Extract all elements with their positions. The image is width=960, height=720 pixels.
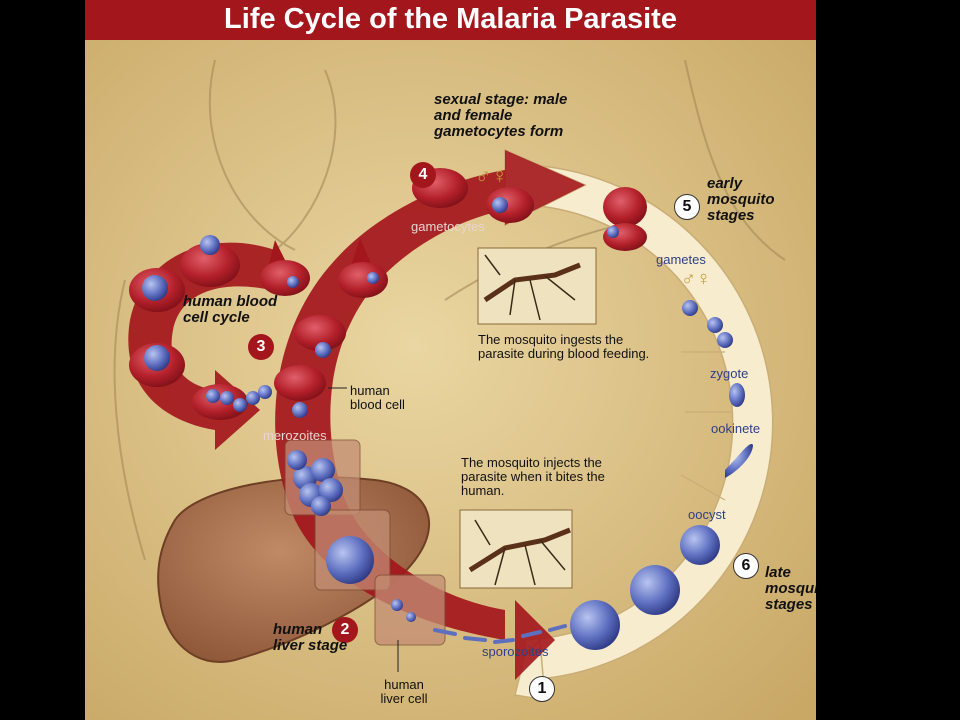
diagram-canvas: Life Cycle of the Malaria Parasite 1 2 3… [85,0,816,720]
gametocytes-label: gametocytes [411,219,485,234]
oocyst-label: oocyst [688,507,726,522]
figure-sketch-lines [113,59,786,561]
page-title: Life Cycle of the Malaria Parasite [224,3,677,35]
stage-4-badge: 4 [410,162,436,188]
gamete-symbols: ♂♀ [681,268,711,290]
mosquito-biting-panel [459,509,573,589]
stage-2-badge: 2 [332,617,358,643]
stage-5-label: early mosquito stages [707,175,775,224]
stage-2-label: human liver stage [273,621,348,654]
stage-3-badge: 3 [248,334,274,360]
zygote-label: zygote [710,366,749,381]
male-female-symbol: ♂♀ [475,163,508,188]
stage-6-label: late mosquito stages [765,564,816,613]
human-blood-cell-label: human blood cell [350,383,405,412]
stage-6-badge: 6 [733,553,759,579]
mosquito-feeding-panel [477,247,597,325]
human-liver-cell-label: human liver cell [380,677,428,706]
stage-1-badge: 1 [529,676,555,702]
ookinete-label: ookinete [711,421,761,436]
injects-caption: The mosquito injects the parasite when i… [461,455,605,498]
red-arrowhead-bottom [515,600,555,680]
title-bar [85,0,816,40]
stage-5-badge: 5 [674,194,700,220]
ingests-caption: The mosquito ingests the parasite during… [478,332,650,361]
parasite-blobs [142,197,753,650]
stage-3-label: human blood cell cycle [183,293,278,326]
sporozoites-label: sporozoites [482,644,549,659]
merozoites-label: merozoites [263,428,327,443]
gametes-label: gametes [656,252,706,267]
diagram-svg [85,40,816,720]
stage-4-label: sexual stage: male and female gametocyte… [434,91,568,140]
